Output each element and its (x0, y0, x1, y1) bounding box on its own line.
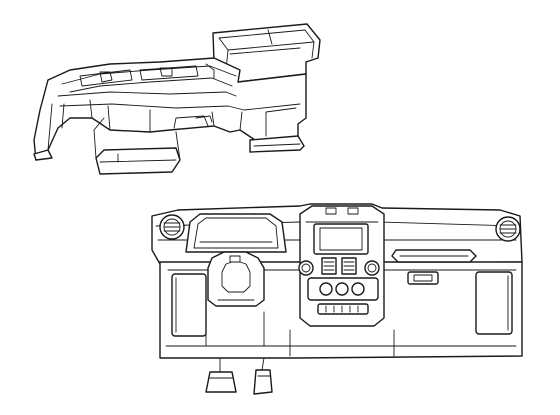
left-air-vent (159, 214, 185, 240)
instrument-cluster (185, 213, 287, 253)
console-body (33, 57, 307, 161)
brake-pedal (205, 357, 237, 393)
left-side-panel (171, 273, 207, 337)
right-air-vent (495, 216, 521, 242)
stack-top-button (325, 207, 337, 215)
accelerator-pedal (253, 357, 273, 395)
passenger-grab-handle (391, 249, 477, 263)
steering-column (207, 251, 265, 307)
right-side-panel (475, 271, 513, 335)
left-stack-knob (298, 260, 314, 276)
climate-knob-center (335, 282, 349, 296)
switch-bank (317, 303, 369, 315)
climate-knob-right (351, 282, 365, 296)
stack-top-button (347, 207, 359, 215)
climate-knob-left (319, 282, 333, 296)
center-stack (298, 205, 385, 327)
infotainment-screen (313, 223, 369, 255)
console-mounting-feet (33, 117, 305, 175)
glove-box-latch (407, 271, 439, 285)
right-stack-knob (364, 260, 380, 276)
center-console (33, 23, 321, 175)
lower-trim-lines (205, 311, 395, 357)
instrument-panel (151, 203, 523, 395)
